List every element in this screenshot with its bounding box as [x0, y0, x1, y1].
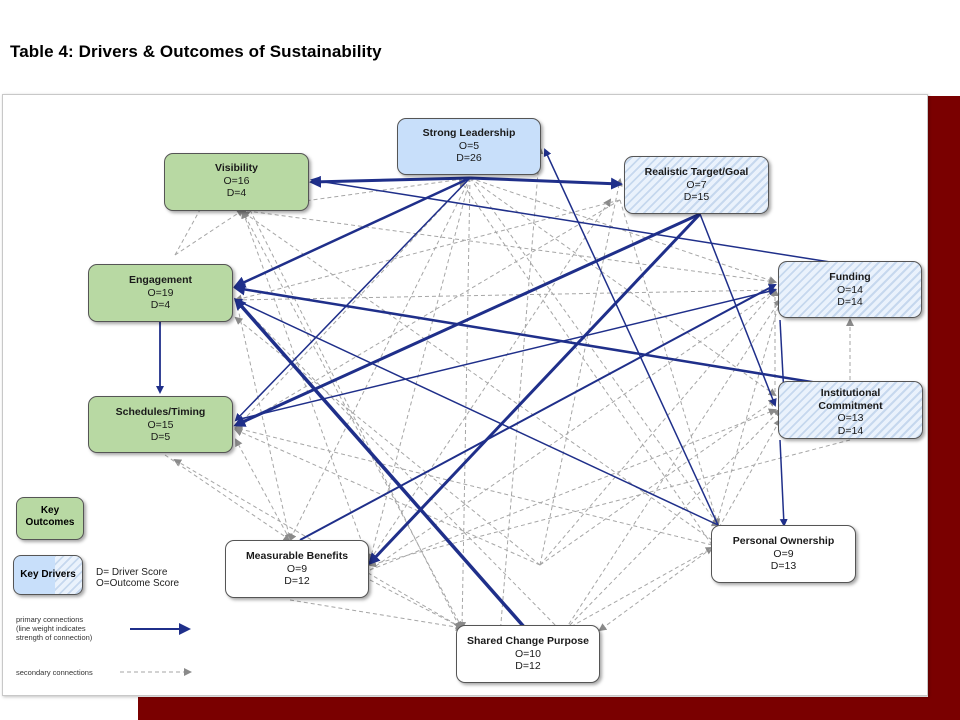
- outcome-score: O=15: [147, 418, 174, 431]
- outcome-score: O=19: [147, 286, 174, 299]
- driver-score: D=12: [284, 575, 310, 587]
- legend-key-outcomes: Key Outcomes: [16, 497, 84, 540]
- legend-primary-line3: strength of connection): [16, 633, 93, 642]
- legend-key-drivers-label: Key Drivers: [20, 569, 76, 580]
- driver-score: D=4: [150, 299, 171, 311]
- node-name-line2: Commitment: [818, 399, 883, 412]
- legend-secondary-label: secondary connections: [16, 668, 93, 677]
- maroon-bottom-bar: [138, 697, 960, 720]
- page-title: Table 4: Drivers & Outcomes of Sustainab…: [10, 42, 382, 61]
- driver-score: D=26: [456, 152, 482, 164]
- node-realistic-target-goal: Realistic Target/Goal O=7 D=15: [624, 156, 769, 214]
- outcome-score: O=9: [286, 562, 308, 575]
- node-name: Measurable Benefits: [245, 550, 349, 562]
- outcome-score: O=16: [223, 174, 250, 187]
- driver-score: D=4: [226, 187, 247, 199]
- legend-key-outcomes-line2: Outcomes: [25, 517, 75, 528]
- node-name: Visibility: [215, 162, 258, 174]
- primary-connections: [156, 148, 831, 630]
- node-visibility: Visibility O=16 D=4: [164, 153, 309, 211]
- node-institutional-commitment: Institutional Commitment O=13 D=14: [778, 381, 923, 439]
- node-measurable-benefits: Measurable Benefits O=9 D=12: [225, 540, 369, 598]
- driver-score: D=12: [515, 660, 541, 672]
- node-personal-ownership: Personal Ownership O=9 D=13: [711, 525, 856, 583]
- node-name: Shared Change Purpose: [467, 635, 589, 647]
- legend-primary-line2: (line weight indicates: [16, 624, 86, 633]
- driver-score: D=13: [770, 560, 797, 572]
- outcome-score: O=10: [515, 647, 541, 660]
- maroon-side-bar: [928, 96, 960, 720]
- outcome-score: O=13: [837, 412, 864, 424]
- node-schedules-timing: Schedules/Timing O=15 D=5: [88, 396, 233, 453]
- legend-key-drivers: Key Drivers: [13, 555, 83, 595]
- driver-score: D=15: [683, 191, 710, 203]
- node-shared-change-purpose: Shared Change Purpose O=10 D=12: [456, 625, 600, 683]
- node-engagement: Engagement O=19 D=4: [88, 264, 233, 322]
- node-name: Funding: [829, 271, 871, 283]
- outcome-score: O=9: [773, 547, 794, 560]
- driver-score: D=14: [837, 296, 863, 308]
- node-name: Schedules/Timing: [115, 406, 206, 418]
- node-name: Realistic Target/Goal: [644, 166, 749, 178]
- node-name: Strong Leadership: [422, 127, 516, 139]
- driver-score: D=14: [837, 424, 864, 437]
- secondary-connections: [164, 146, 854, 636]
- node-name: Engagement: [128, 274, 192, 286]
- node-funding: Funding O=14 D=14: [778, 261, 922, 318]
- outcome-score: O=14: [837, 283, 863, 296]
- node-name-line1: Institutional: [820, 387, 881, 399]
- outcome-score: O=7: [686, 178, 707, 191]
- legend-primary-line1: primary connections: [16, 615, 84, 624]
- outcome-score: O=5: [458, 139, 480, 152]
- legend-key-outcomes-line1: Key: [40, 505, 60, 516]
- node-name: Personal Ownership: [732, 535, 835, 547]
- node-strong-leadership: Strong Leadership O=5 D=26: [397, 118, 541, 175]
- legend-outcome-score: O=Outcome Score: [96, 578, 180, 589]
- driver-score: D=5: [150, 431, 171, 443]
- legend-driver-score: D= Driver Score: [96, 567, 168, 578]
